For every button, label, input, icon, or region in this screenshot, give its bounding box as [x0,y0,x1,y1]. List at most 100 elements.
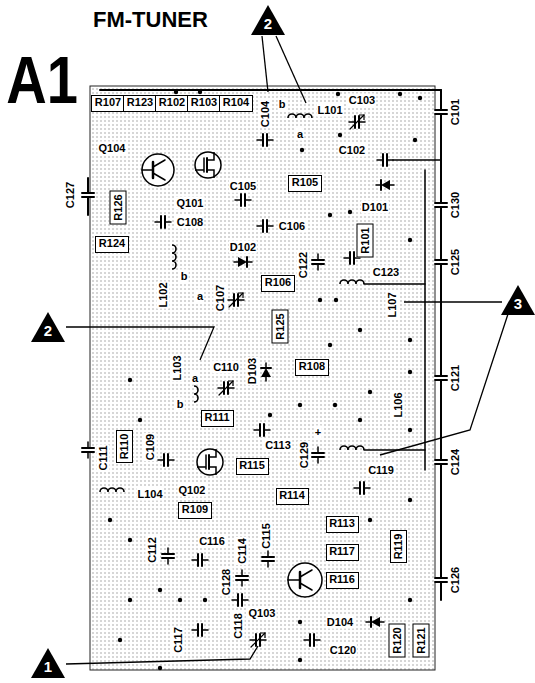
capacitor-symbol [304,633,320,647]
resistor-box: R124 [95,236,129,253]
diode-lead [390,184,394,186]
capacitor-lead [218,387,224,389]
wire [364,283,425,285]
solder-pad [358,418,362,422]
coil-symbol [340,446,364,450]
solder-pad [328,343,332,347]
component-label: C106 [278,220,306,233]
capacitor-lead [440,104,442,110]
resistor-box: R125 [272,309,289,343]
capacitor-symbol [261,551,275,567]
capacitor-lead [241,580,243,586]
callout-triangle: 2 [250,4,286,36]
component-label: C105 [229,180,257,193]
solder-pad [138,418,142,422]
component-label: C116 [198,535,226,548]
capacitor-lead [242,599,248,601]
diode-body [381,180,390,190]
capacitor-lead [440,370,442,376]
fet-symbol [195,152,221,178]
capacitor-symbol [354,481,370,495]
capacitor-lead [192,559,198,561]
component-label: D101 [361,201,389,214]
solder-pad [203,598,207,602]
capacitor-lead [344,257,350,259]
solder-pad [128,378,132,382]
callout-triangle-fill [251,5,285,35]
capacitor-symbol [434,572,448,588]
capacitor-lead [359,121,365,123]
transistor-emitter [153,173,165,180]
component-label: C104 [259,100,272,128]
capacitor-lead [245,199,251,201]
capacitor-lead [387,159,393,161]
capacitor-lead [232,599,238,601]
capacitor-lead [241,570,243,576]
component-label: C115 [260,522,273,550]
solder-pad [300,148,304,152]
capacitor-lead [440,197,442,203]
capacitor-lead [440,380,442,386]
leader-line [262,36,268,92]
solder-pad [418,96,422,100]
capacitor-symbol [257,219,273,233]
component-label: C125 [449,248,462,276]
resistor-label: R102 [156,97,188,108]
capacitor-symbol [161,548,175,564]
component-label: C123 [372,266,400,279]
capacitor-symbol [434,197,448,213]
resistor-box: R114 [276,488,309,505]
capacitor-lead [440,254,442,260]
component-label: C124 [449,448,462,476]
circuit-board [90,86,435,670]
capacitor-lead [202,629,208,631]
resistor-label: R113 [327,518,358,529]
capacitor-lead [87,197,89,203]
capacitor-lead [317,457,319,463]
capacitor-symbol [155,215,171,229]
fet-symbol [197,449,223,475]
resistor-box: R102 [155,95,189,112]
transistor-body [288,563,322,597]
diode-symbol [261,363,271,381]
resistor-label: R115 [237,460,268,471]
solder-pad [178,598,182,602]
diode-lead [380,621,384,623]
component-label: C121 [449,364,462,392]
component-label: D102 [229,241,257,254]
resistor-box: R123 [123,95,157,112]
coil-tap-label: b [278,98,287,111]
resistor-box: R121 [413,623,430,657]
coil-winding [172,245,176,269]
trimmer-arrow [350,115,364,129]
callout-triangle-fill [501,285,535,315]
coil-winding [288,114,312,118]
component-label: L107 [386,291,399,318]
solder-pad [318,298,322,302]
transistor-collector [153,160,165,167]
transistor-collector [300,570,312,577]
callout-number: 2 [30,323,66,339]
component-label: C110 [212,361,240,374]
callout-triangle-fill [31,312,65,342]
capacitor-symbol [257,133,273,147]
diode-lead [265,377,267,381]
component-label: C128 [220,568,233,596]
capacitor-lead [377,159,383,161]
solder-pad [408,238,412,242]
solder-pad [348,210,352,214]
coil-winding [340,280,364,284]
coil-symbol [100,488,124,492]
resistor-box: R105 [288,175,322,192]
resistor-box: R108 [295,359,329,376]
resistor-label: R106 [262,277,294,288]
leader-line [276,36,306,103]
fet-body [197,449,223,475]
capacitor-lead [87,187,89,193]
component-label: C130 [449,191,462,219]
solder-pad [408,428,412,432]
diode-lead [366,621,371,623]
wire [424,170,426,470]
capacitor-symbol [250,633,266,647]
capacitor-lead [317,254,319,260]
